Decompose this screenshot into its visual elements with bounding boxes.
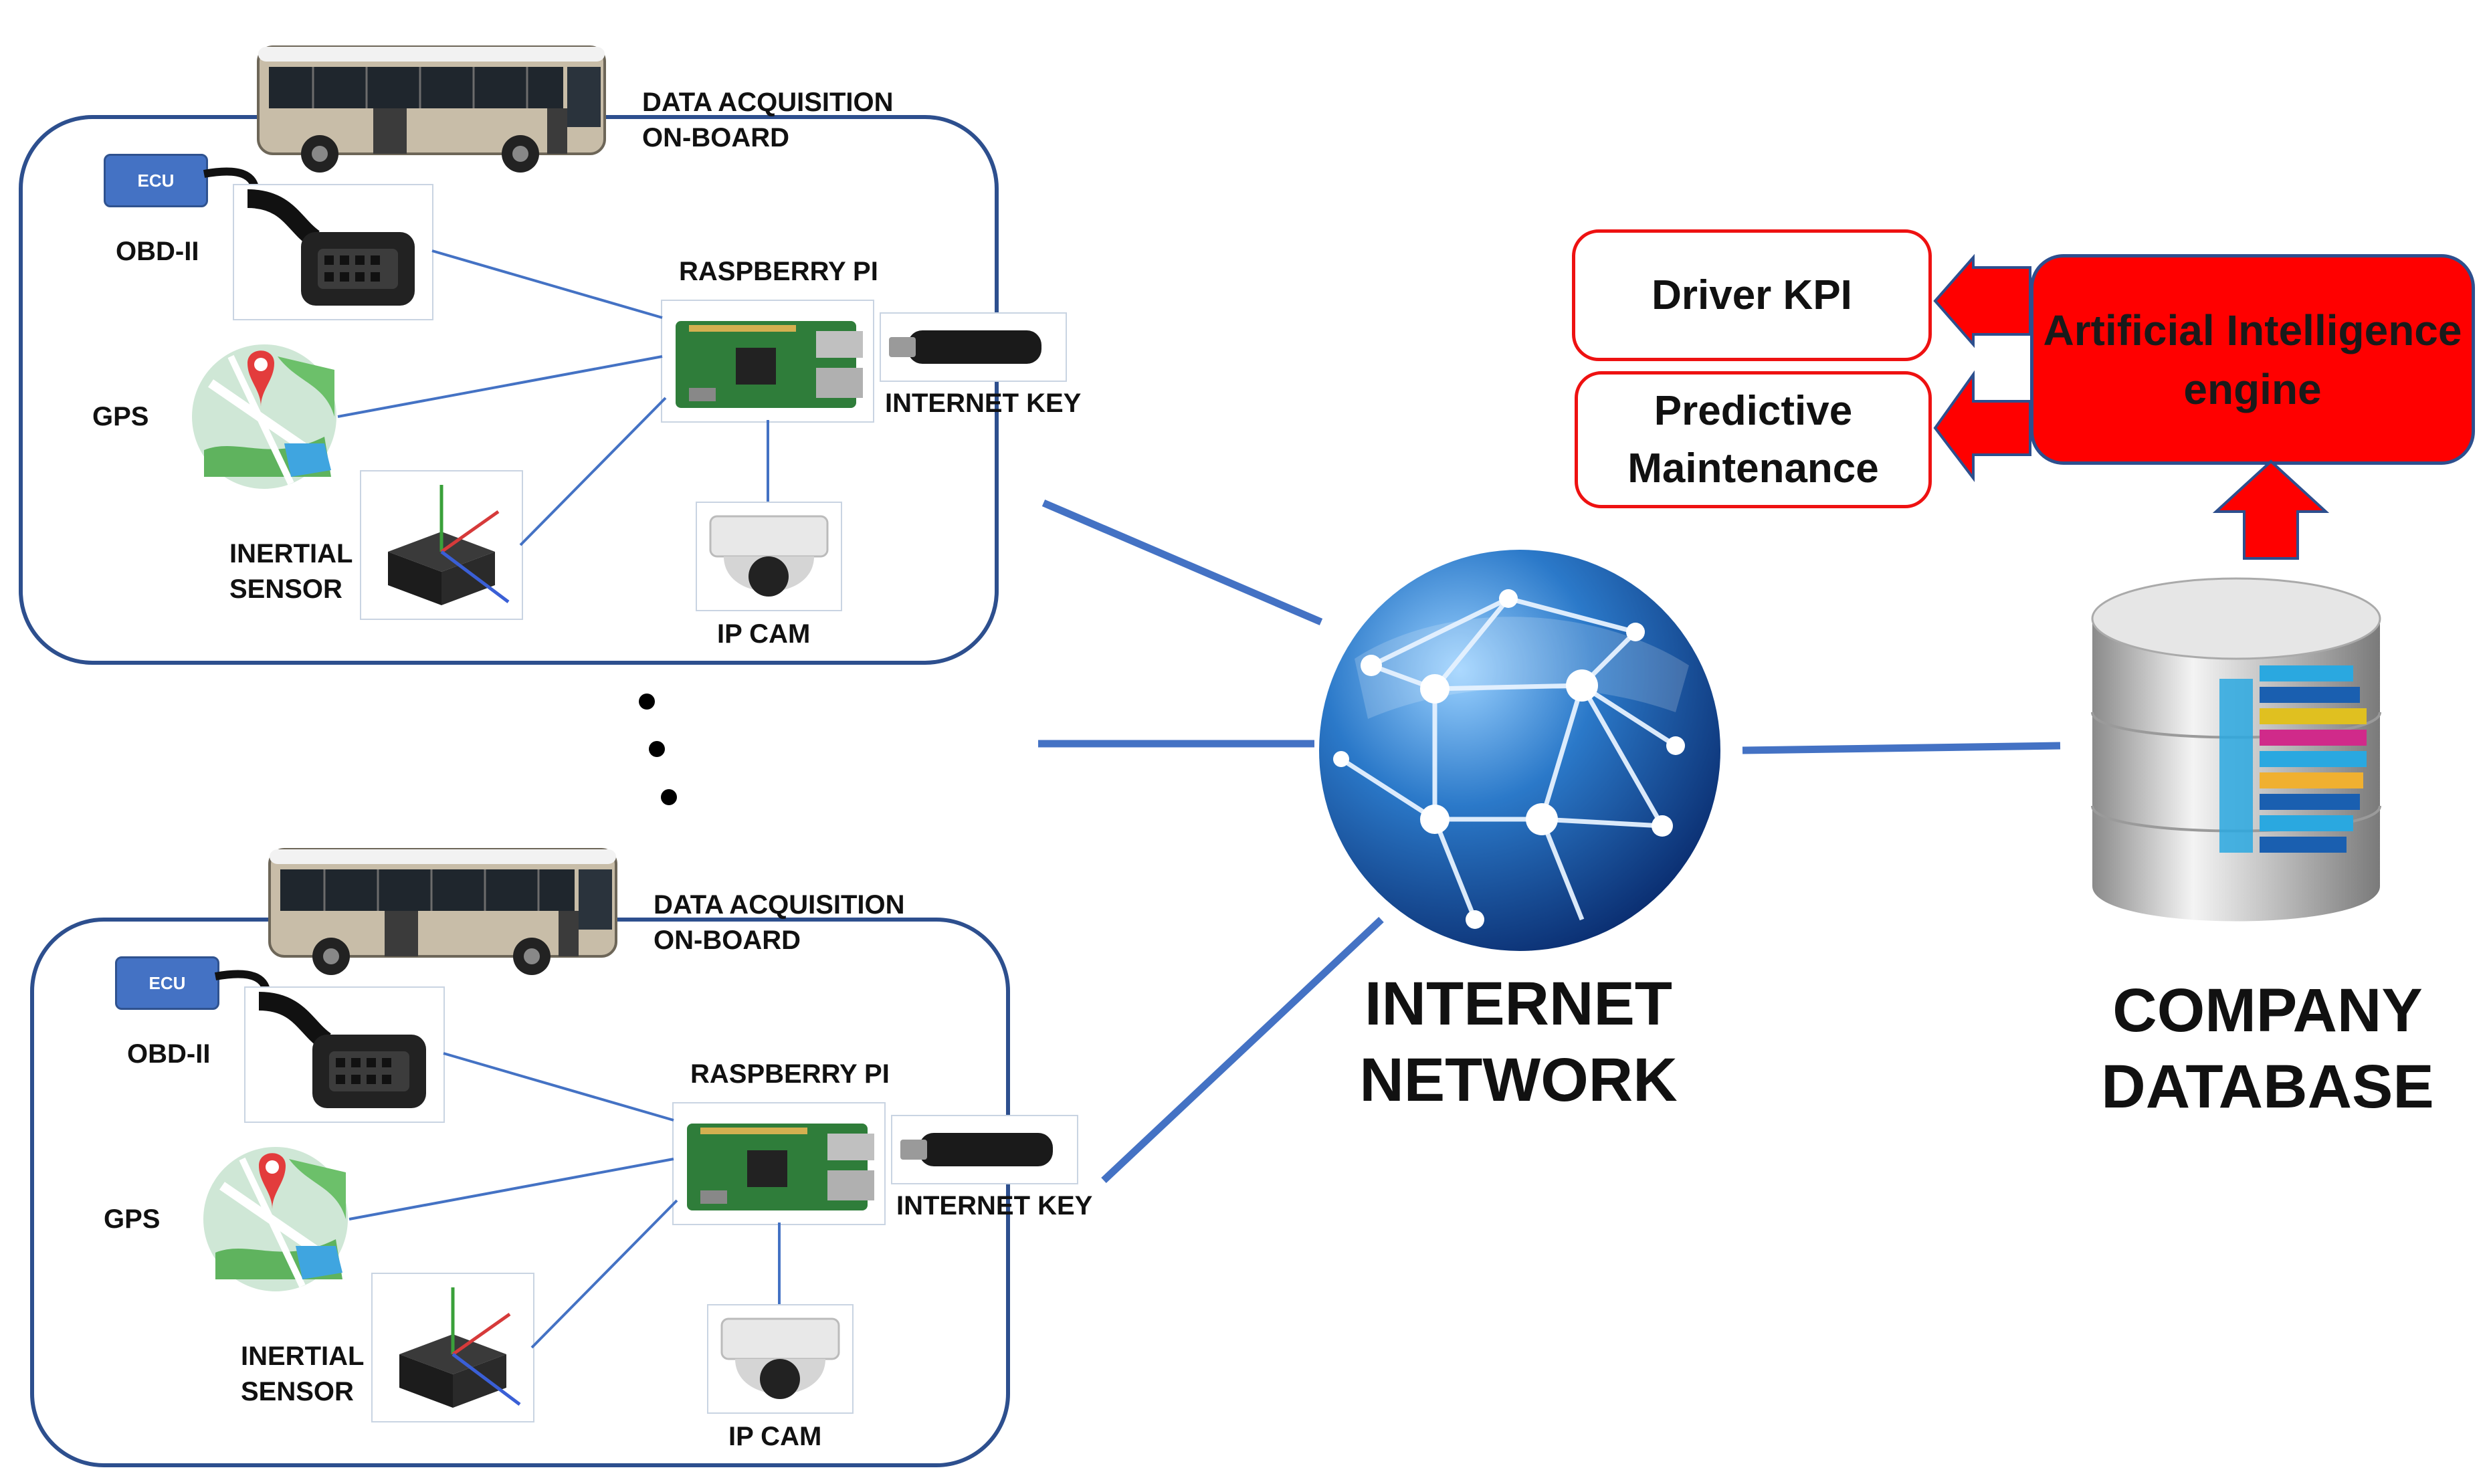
panel-title-line2: ON-BOARD <box>654 926 801 955</box>
inertial-sensor-icon <box>388 485 510 605</box>
database-label-line2: DATABASE <box>2101 1053 2434 1121</box>
gps-pin-icon <box>192 344 336 489</box>
inertial-sensor-icon <box>399 1287 521 1408</box>
panel-title-line2: ON-BOARD <box>642 123 789 152</box>
top-panel-internal-links <box>337 249 769 546</box>
internet-key-label: INTERNET KEY <box>896 1191 1093 1221</box>
inertial-sensor-image <box>371 1273 534 1422</box>
ipcam-image <box>707 1304 854 1414</box>
panel-title-line1: DATA ACQUISITION <box>654 890 905 920</box>
internet-key-image <box>891 1115 1078 1184</box>
internet-label-line1: INTERNET <box>1365 970 1672 1038</box>
internet-key-image <box>880 312 1067 382</box>
internet-label-line2: NETWORK <box>1359 1046 1678 1114</box>
gps-label: GPS <box>92 402 149 431</box>
raspberry-pi-board-icon <box>676 321 863 408</box>
obd-connector-image <box>233 184 433 320</box>
obd-connector-icon <box>247 189 415 306</box>
driver-kpi-box: Driver KPI <box>1572 229 1932 361</box>
connector-internet-to-database <box>1742 742 2061 754</box>
internet-key-label: INTERNET KEY <box>885 389 1082 418</box>
raspberry-label: RASPBERRY PI <box>679 257 878 286</box>
raspberry-pi-image <box>661 300 874 423</box>
ip-camera-icon <box>720 1317 840 1399</box>
arrow-to-driver-kpi <box>1933 253 2031 348</box>
ipcam-image <box>696 502 842 611</box>
gps-map-image <box>191 343 338 490</box>
usb-dongle-icon <box>889 330 1041 364</box>
ipcam-label: IP CAM <box>717 619 811 649</box>
ecu-block: ECU <box>115 956 219 1010</box>
raspberry-label: RASPBERRY PI <box>690 1059 890 1089</box>
gps-label: GPS <box>104 1204 161 1234</box>
ip-camera-icon <box>709 515 829 597</box>
inertial-label-line1: INERTIAL <box>241 1342 365 1371</box>
ecu-block: ECU <box>104 154 208 207</box>
inertial-sensor-image <box>360 470 523 620</box>
usb-dongle-icon <box>900 1133 1053 1166</box>
obd-connector-image <box>244 986 445 1123</box>
panel-title-line1: DATA ACQUISITION <box>642 88 894 117</box>
predictive-label-line1: Predictive <box>1654 387 1853 434</box>
gps-pin-icon <box>203 1147 348 1291</box>
connector-bottom-panel-to-internet <box>1101 916 1384 1184</box>
ai-engine-label-line1: Artificial Intelligence <box>2043 306 2462 354</box>
ellipsis-dot-2 <box>649 741 665 757</box>
bus-icon <box>257 45 606 173</box>
obd-label: OBD-II <box>127 1039 211 1069</box>
arrow-database-to-ai <box>2212 459 2330 560</box>
ai-engine-box: Artificial Intelligence engine <box>2030 254 2475 465</box>
globe-icon <box>1319 550 1720 951</box>
ai-engine-label-line2: engine <box>2183 364 2322 413</box>
inertial-label-line2: SENSOR <box>229 574 342 604</box>
raspberry-pi-image <box>672 1102 886 1225</box>
inertial-label-line2: SENSOR <box>241 1377 354 1406</box>
flow-arrows <box>1933 253 2330 560</box>
database-icon <box>2091 577 2381 922</box>
obd-connector-icon <box>258 992 426 1108</box>
gps-map-image <box>202 1146 349 1293</box>
database-label-line1: COMPANY <box>2112 976 2423 1045</box>
predictive-label-line2: Maintenance <box>1627 445 1879 492</box>
raspberry-pi-board-icon <box>687 1124 874 1210</box>
driver-kpi-label: Driver KPI <box>1652 272 1852 318</box>
inertial-label-line1: INERTIAL <box>229 539 353 568</box>
arrow-to-predictive-maintenance <box>1933 370 2031 482</box>
connector-top-panel-to-internet <box>1041 499 1323 626</box>
bottom-panel-internal-links <box>348 1052 781 1349</box>
obd-label: OBD-II <box>116 237 199 266</box>
ipcam-label: IP CAM <box>728 1422 822 1451</box>
bus-icon <box>268 848 617 975</box>
ellipsis-dot-1 <box>639 694 655 710</box>
predictive-maintenance-box: Predictive Maintenance <box>1575 371 1932 508</box>
ellipsis-dot-3 <box>661 789 677 805</box>
